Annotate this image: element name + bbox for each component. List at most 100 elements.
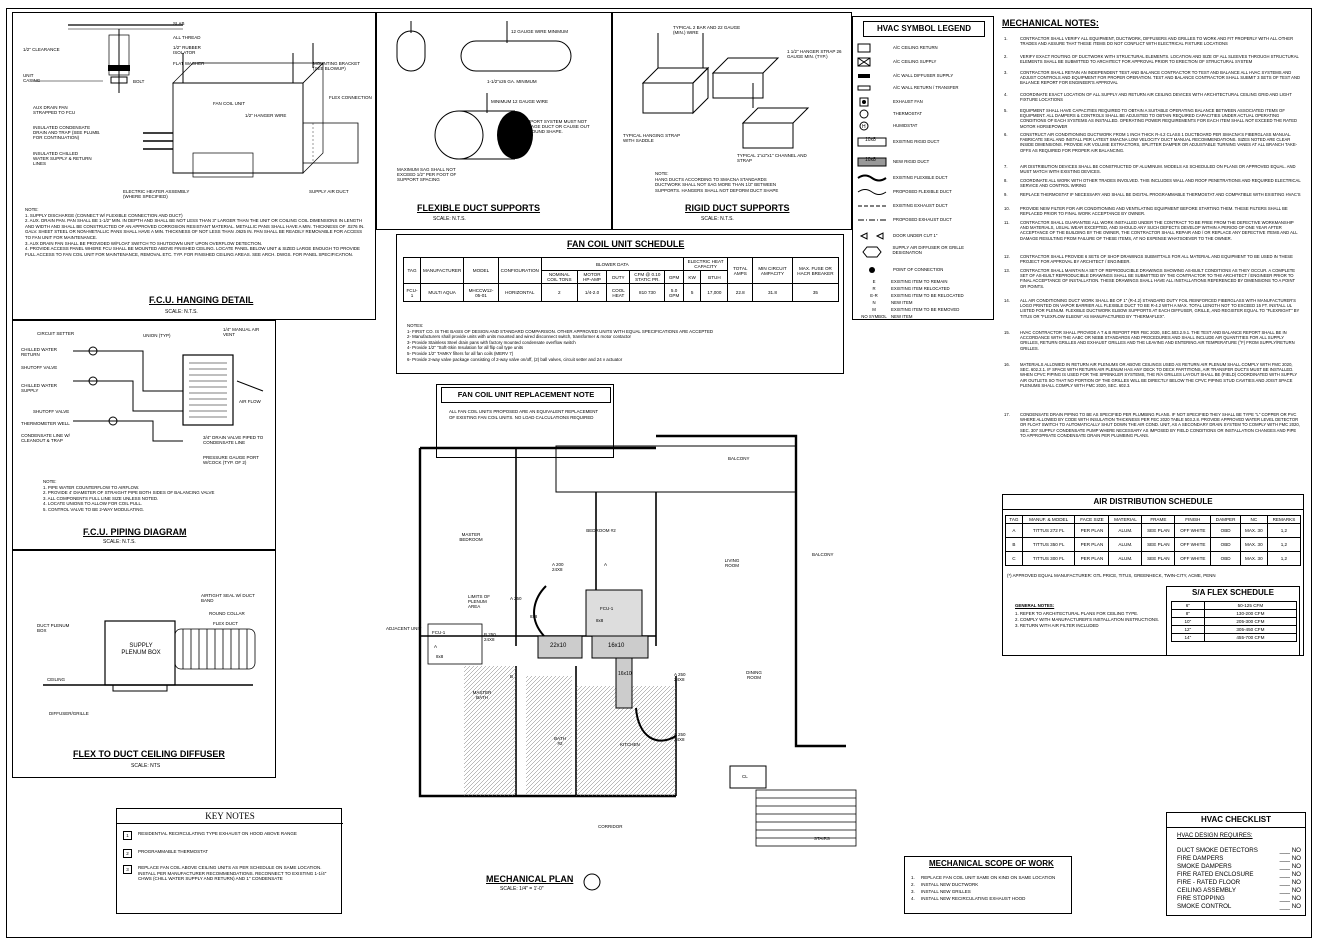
room-balcony-right: BALCONY — [812, 552, 834, 557]
legend-symbol-icon — [857, 173, 887, 182]
fcu-r-manufacturer: MULTI AQUA — [419, 283, 465, 302]
checklist-item: FIRE STOPPING ___ NO — [1177, 895, 1301, 902]
scope-text: INSTALL NEW DUCTWORK — [921, 882, 979, 887]
key-notes-title: KEY NOTES — [117, 811, 343, 824]
rigid-duct-supports-panel: TYPICAL 2 BAR AND 22 GAUGE (MIN.) WIRE 1… — [612, 12, 852, 230]
checklist-label: CEILING ASSEMBLY — [1177, 887, 1237, 894]
mech-note-item: 16.MATERIALS ALLOWED IN RETURN AIR PLENU… — [1004, 362, 1302, 388]
fcu-schedule-panel: FAN COIL UNIT SCHEDULE TAG MANUFACTURER … — [396, 234, 844, 374]
mech-note-number: 3. — [1004, 70, 1008, 75]
checklist-value: ___ NO — [1279, 903, 1301, 910]
legend-code-desc: EXISTING ITEM RELOCATED — [891, 286, 950, 291]
mech-note-number: 4. — [1004, 92, 1008, 97]
checklist-value: ___ NO — [1279, 895, 1301, 902]
legend-label: HUMIDSTAT — [893, 122, 918, 128]
fcu-r-tons: 2 — [540, 283, 578, 302]
checklist-subtitle: HVAC DESIGN REQUIRES: — [1177, 833, 1253, 839]
diffuser-label-seal: AIRTIGHT SEAL W/ DUCT BAND — [201, 593, 255, 603]
fcu-h-model: MODEL — [463, 257, 499, 284]
sa-flex-cell: 6" — [1171, 601, 1205, 610]
duct-8x8-c: 8x8 — [436, 654, 444, 659]
flex-diffuser-title: FLEX TO DUCT CEILING DIFFUSER — [73, 749, 225, 759]
room-dining: DINING ROOM — [746, 670, 762, 680]
hanging-label-bolt: BOLT — [133, 79, 145, 84]
mech-note-text: COORDINATE EXACT LOCATION OF ALL SUPPLY … — [1020, 92, 1292, 103]
air-dist-cell: B — [1005, 537, 1023, 552]
scope-item: 2. INSTALL NEW DUCTWORK — [911, 882, 978, 887]
legend-label: DOOR UNDER CUT 1" — [893, 232, 938, 238]
fcu-h-tons: NOMINAL COIL TONS — [540, 270, 578, 284]
mech-note-item: 13.CONTRACTOR SHALL MAINTAIN A SET OF RE… — [1004, 268, 1302, 289]
table-row: 12"305-450 CFM — [1171, 625, 1298, 634]
fcu-r-cfm: 810 730 — [629, 283, 666, 302]
fcu-r-motor: 1/4-2.0 — [576, 283, 608, 302]
air-dist-cell: ALUM. — [1108, 537, 1143, 552]
legend-duct-size: 10x8 — [865, 137, 876, 143]
sa-flex-cell: 14" — [1171, 633, 1205, 642]
table-row: 8"130-200 CFM — [1171, 609, 1298, 618]
checklist-label: DUCT SMOKE DETECTORS — [1177, 847, 1258, 854]
mech-note-number: 15. — [1004, 330, 1010, 335]
sa-flex-cell: 50-125 CFM — [1203, 601, 1298, 610]
hanging-label-heater: ELECTRIC HEATER ASSEMBLY (WHERE SPECIFIE… — [123, 189, 190, 199]
fcu-schedule-notes: NOTES: 1- FIRST CO. IS THE BASIS OF DESI… — [407, 323, 714, 362]
legend-code-desc: EXISTING ITEM TO BE RELOCATED — [891, 293, 964, 298]
fcu-h-duty: DUTY — [606, 270, 631, 284]
room-balcony-top: BALCONY — [728, 456, 750, 461]
legend-symbol-icon: H — [857, 121, 887, 131]
hanging-title: F.C.U. HANGING DETAIL — [149, 295, 254, 305]
fcu-schedule-table: TAG MANUFACTURER MODEL CONFIGURATION BLO… — [403, 257, 840, 302]
legend-symbol-icon — [857, 57, 887, 67]
flex-label-sag: MAXIMUM SAG SHALL NOT EXCEED 1/2" PER FO… — [397, 167, 457, 182]
fcu-h-configuration: CONFIGURATION — [497, 257, 542, 284]
air-dist-cell: PER PLAN — [1074, 537, 1110, 552]
checklist-label: FIRE STOPPING — [1177, 895, 1225, 902]
mech-note-item: 12.CONTRACTOR SHALL PROVIDE 6 SETS OF SH… — [1004, 254, 1302, 264]
mech-note-text: CONTRACTOR SHALL VERIFY ALL EQUIPMENT, D… — [1020, 36, 1294, 47]
scope-number: 2. — [911, 882, 915, 887]
checklist-label: SMOKE CONTROL — [1177, 903, 1232, 910]
duct-22x10: 22x10 — [550, 643, 567, 649]
rigid-label-channel: TYPICAL 1"x2"x1" CHANNEL AND STRAP — [737, 153, 807, 163]
piping-label-circuit-setter: CIRCUIT SETTER — [37, 331, 75, 336]
air-dist-cell: OFF WHITE — [1174, 523, 1212, 538]
air-dist-footnote: (*) APPROVED EQUAL MANUFACTURER: GTL PRI… — [1007, 573, 1216, 578]
legend-code: E-R — [870, 293, 878, 298]
air-dist-cell: 1,2 — [1266, 537, 1302, 552]
scope-item: 4.INSTALL NEW RECIRCULATING EXHAUST HOOD — [911, 896, 1025, 901]
mech-note-item: 15.HVAC CONTRACTOR SHALL PROVIDE A T & B… — [1004, 330, 1302, 351]
hanging-scale: SCALE: N.T.S. — [165, 309, 198, 315]
checklist-value: ___ NO — [1279, 847, 1301, 854]
piping-label-airflow: AIR FLOW — [239, 399, 261, 404]
fcu-h-manufacturer: MANUFACTURER — [419, 257, 465, 284]
piping-label-shutoff-1: SHUTOFF VALVE — [21, 365, 58, 370]
piping-label-thermometer: THERMOMETER WELL — [21, 421, 70, 426]
diffuser-label-ceiling: CEILING — [47, 677, 66, 682]
legend-symbol-icon — [857, 109, 887, 119]
legend-label: NEW RIGID DUCT — [893, 158, 930, 164]
mech-note-text: CONSTRUCT AIR CONDITIONING DUCTWORK FROM… — [1020, 132, 1298, 153]
mech-note-item: 11.CONTRACTOR SHALL GUARANTEE ALL WORK I… — [1004, 220, 1302, 241]
fcu-r-gpm: 5.0 GPM — [664, 283, 684, 302]
key-note-number: 1 — [123, 831, 132, 840]
mech-note-text: PROVIDE NEW FILTER FOR AIR CONDITIONING … — [1020, 206, 1288, 217]
legend-row: EXHAUST FAN — [857, 97, 923, 107]
fcu-h-blower: BLOWER DATA — [540, 257, 684, 271]
checklist-value: ___ NO — [1279, 855, 1301, 862]
fcu-h-amps: TOTAL AMPS — [727, 257, 754, 284]
mech-note-text: AIR DISTRIBUTION DEVICES SHALL BE CONSTR… — [1020, 164, 1296, 175]
rigid-supports-title: RIGID DUCT SUPPORTS — [685, 203, 790, 213]
diffuser-tag-6: A — [604, 562, 608, 567]
fcu-h-motor: MOTOR HP-AMP — [576, 270, 608, 284]
legend-symbol-icon: 10x8 — [857, 137, 887, 147]
replacement-note-text: ALL FAN COIL UNITS PROPOSED ARE AN EQUIV… — [449, 409, 598, 420]
checklist-label: FIRE RATED ENCLOSURE — [1177, 871, 1254, 878]
legend-label: A/C CEILING SUPPLY — [893, 58, 937, 64]
legend-row: PROPOSED EXHAUST DUCT — [857, 215, 952, 223]
checklist-title: HVAC CHECKLIST — [1167, 813, 1305, 828]
